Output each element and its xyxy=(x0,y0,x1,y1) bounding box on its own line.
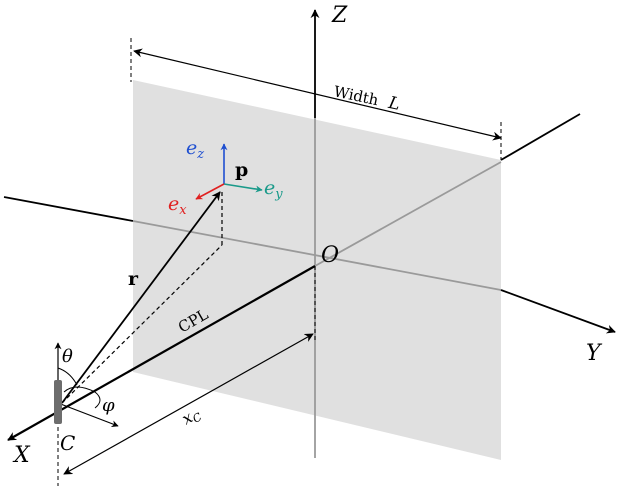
e-x-main: e xyxy=(168,193,179,215)
y-axis-label: Y xyxy=(586,341,603,366)
width-label: Width L xyxy=(332,82,402,115)
z-axis-label: Z xyxy=(331,3,348,28)
camera-label: C xyxy=(60,431,75,455)
x-axis-far-segment xyxy=(500,113,581,161)
e-x-subscript: x xyxy=(179,203,187,218)
projection-dashed-diag xyxy=(61,244,223,404)
e-y-main: e xyxy=(264,177,275,199)
width-dimension-arrow xyxy=(133,48,502,141)
point-p-label: p xyxy=(235,159,248,181)
e-z-main: e xyxy=(186,137,197,159)
camera-phi-axis xyxy=(57,402,119,428)
vector-r-label: r xyxy=(128,268,139,290)
e-x-vector xyxy=(195,183,225,200)
origin-label: O xyxy=(321,243,339,268)
theta-label: θ xyxy=(62,346,73,367)
width-word: Width xyxy=(332,82,380,109)
e-y-vector xyxy=(223,183,263,193)
e-y-label: ey xyxy=(264,177,283,202)
e-y-subscript: y xyxy=(274,187,283,202)
y-axis xyxy=(500,289,616,334)
camera-body xyxy=(54,380,62,424)
x-axis-label: X xyxy=(12,443,31,468)
xc-dimension-arrow xyxy=(63,333,314,475)
vector-r xyxy=(61,191,221,404)
e-x-label: ex xyxy=(168,193,187,218)
e-z-label: ez xyxy=(186,137,204,162)
e-z-subscript: z xyxy=(196,147,204,162)
y-axis-hidden-segment xyxy=(132,220,502,291)
phi-arc xyxy=(63,386,101,409)
theta-arc xyxy=(57,367,78,386)
width-symbol: L xyxy=(386,93,402,115)
y-axis-back-segment xyxy=(3,196,134,222)
phi-label: φ xyxy=(102,395,115,416)
x-axis-hidden-segment xyxy=(314,161,502,267)
